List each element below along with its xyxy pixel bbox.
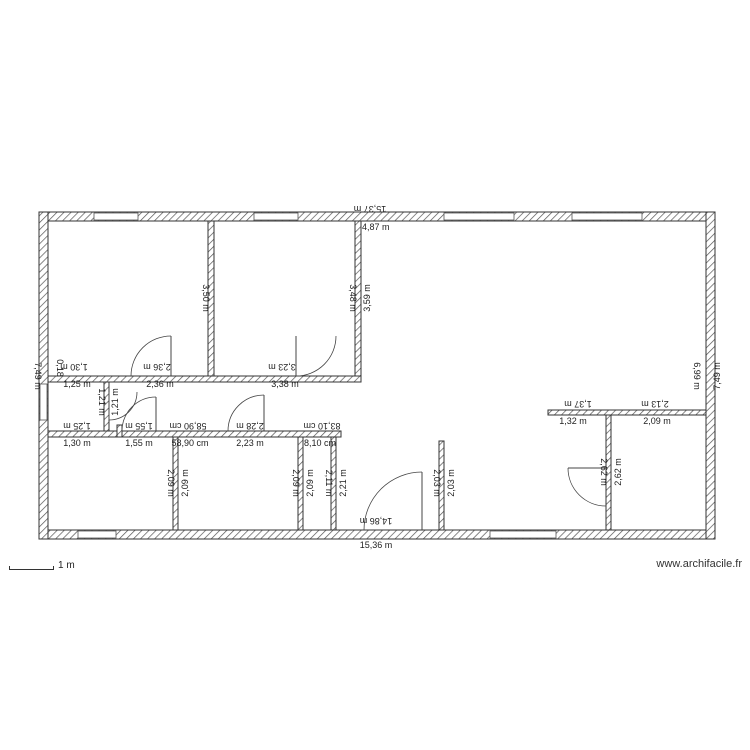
dim-right-room-height-1: 2,62 m (599, 458, 609, 486)
dim-room-b-height-2: 2,09 m (305, 469, 315, 497)
dim-right-room-mirrored-b: 2,13 m (641, 399, 669, 409)
dim-room2-width: 3,38 m (271, 379, 299, 389)
interior-walls (47, 220, 707, 531)
wall-right (705, 211, 716, 540)
dimension-labels-vertical: 7,49 m 7,49 m 6,99 m 3,50 m 3,48 m 3,59 … (33, 284, 722, 497)
dim-right-overall: 7,49 m (712, 362, 722, 390)
door-wc-swing (108, 391, 138, 421)
window-top-3 (443, 212, 515, 221)
dim-bottom-overall: 15,36 m (360, 540, 393, 550)
window-top-4 (571, 212, 643, 221)
window-bottom-2 (489, 530, 557, 539)
door-bedroom-2-swing (295, 335, 337, 377)
wall-bath-side (116, 424, 123, 438)
window-top-2 (253, 212, 299, 221)
dim-closet-height-2: 2,21 m (338, 469, 348, 497)
dim-bath-width-mirrored: 1,55 m (125, 421, 153, 431)
window-top-1 (93, 212, 139, 221)
dim-wc-height-a: 1,21 m (97, 388, 107, 416)
dim-closet-mirrored: 83,10 cm (303, 421, 340, 431)
door-right-room-swing (567, 467, 607, 507)
dim-partition-height-1: 2,03 m (432, 469, 442, 497)
dim-room-b-height-1: 2,09 m (291, 469, 301, 497)
dim-closet-height-1: 2,11 m (324, 470, 334, 497)
wall-right-room-side (605, 414, 612, 531)
scale-bar (9, 566, 54, 570)
dim-right-room-a: 1,32 m (559, 416, 587, 426)
dim-small-top-mirrored: 1,30 m (60, 362, 88, 372)
site-credit: www.archifacile.fr (656, 558, 742, 570)
door-bedroom-1-swing (130, 335, 172, 377)
dimension-labels-horizontal: 15,37 m 4,87 m 2,36 m 2,36 m 3,23 m 3,38… (60, 204, 671, 550)
wall-hall-top (47, 375, 362, 383)
dim-right-room-b: 2,09 m (643, 416, 671, 426)
wall-room-b-side (297, 436, 304, 531)
door-bath-swing (121, 396, 157, 432)
window-left-1 (39, 383, 48, 421)
dim-room-a-height-1: 2,09 m (166, 469, 176, 497)
dim-bath-width: 1,55 m (125, 438, 153, 448)
windows (39, 212, 643, 539)
dim-left-overall: 7,49 m (33, 362, 43, 390)
dim-room1-width: 2,36 m (146, 379, 174, 389)
wall-closet-side (330, 436, 337, 531)
outer-walls (38, 211, 716, 540)
dim-small-side: 0,18 (55, 359, 65, 377)
door-room-b-swing (227, 394, 265, 432)
dim-room1-height: 3,50 m (201, 284, 211, 312)
dim-room2-height-a: 3,48 m (348, 284, 358, 312)
dim-closet: 8,10 cm (304, 438, 336, 448)
dim-right-room-height-2: 2,62 m (613, 458, 623, 486)
dim-corridor: 58,90 cm (171, 438, 208, 448)
wall-room-a-side (172, 436, 179, 531)
door-entry-swing (363, 471, 423, 531)
doors (108, 335, 607, 531)
wall-hall-bottom (47, 430, 342, 438)
wall-right-room-top (547, 409, 707, 416)
dim-right-room-mirrored-a: 1,37 m (564, 399, 592, 409)
dim-corridor-mirrored: 58,90 cm (169, 421, 206, 431)
dim-wc-width: 1,30 m (63, 438, 91, 448)
scale-label: 1 m (58, 560, 75, 571)
dim-top-right-room: 4,87 m (362, 222, 390, 232)
dim-room3-width: 2,23 m (236, 438, 264, 448)
dim-wc-width-mirrored: 1,25 m (63, 421, 91, 431)
dim-wc-height-b: 1,21 m (110, 388, 120, 416)
window-bottom-1 (77, 530, 117, 539)
dim-small-top: 1,25 m (63, 379, 91, 389)
dim-partition-height-2: 2,03 m (446, 469, 456, 497)
dim-room2-height-b: 3,59 m (362, 284, 372, 312)
dim-room1-width-mirrored: 2,36 m (143, 362, 171, 372)
dim-room3-width-mirrored: 2,28 m (236, 421, 264, 431)
dim-bottom-inner-mirrored: 14,86 m (360, 516, 393, 526)
wall-partition (438, 440, 445, 531)
dim-right-inner: 6,99 m (692, 362, 702, 390)
dim-room-a-height-2: 2,09 m (180, 469, 190, 497)
dim-top-mirrored: 15,37 m (354, 204, 387, 214)
dim-room2-width-mirrored: 3,23 m (268, 362, 296, 372)
wall-bottom (38, 529, 716, 540)
